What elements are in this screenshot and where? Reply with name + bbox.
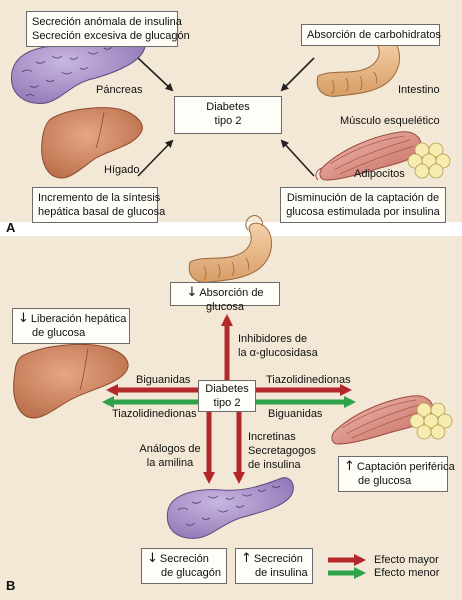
label-adipocytes-a: Adipocitos: [354, 168, 405, 180]
panel-letter-b: B: [6, 578, 16, 593]
diabetes-a-line-2: tipo 2: [214, 115, 242, 127]
label-biguanidas-right: Biguanidas: [268, 408, 323, 420]
carb-absorption-label: Absorción de carbohidratos: [307, 29, 441, 41]
up-arrow-icon: ↑: [344, 459, 355, 475]
muscle-icon: [315, 131, 422, 181]
liver-icon: [41, 107, 143, 179]
label-inhibitors: Inhibidores de la α-glucosidasa: [238, 332, 318, 360]
box-carbohydrate-absorption: Absorción de carbohidratos: [301, 24, 441, 46]
amylin-line-1: Análogos de: [139, 443, 201, 455]
pancreas-icon: [166, 477, 294, 539]
label-amylin-analogs: Análogos de la amilina: [138, 442, 202, 470]
down-arrow-icon: ↓: [147, 551, 158, 567]
legend-major-label: Efecto mayor: [374, 554, 439, 566]
hepatic-release-line-1: ↓Liberación hepática: [18, 311, 127, 327]
label-incretins: Incretinas Secretagogos de insulina: [248, 430, 316, 472]
label-tiazolidinedionas-right: Tiazolidinedionas: [266, 374, 351, 386]
amylin-line-2: la amilina: [146, 457, 194, 469]
arrow-muscle-to-diabetes: [280, 139, 315, 177]
secretion-line-2: Secreción excesiva de glucagón: [32, 30, 190, 42]
glucagon-text-1: Secreción: [159, 553, 209, 565]
label-biguanidas-left: Biguanidas: [136, 374, 191, 386]
incretins-line-2: Secretagogos: [248, 445, 316, 457]
down-arrow-icon: ↓: [18, 311, 29, 327]
insulin-line-2: de insulina: [241, 566, 308, 580]
arrow-intestine-to-diabetes: [280, 57, 315, 92]
label-pancreas-a: Páncreas: [96, 84, 143, 96]
panel-letter-a: A: [6, 220, 16, 235]
arrow-pancreas-to-diabetes: [137, 57, 174, 92]
inhibitors-line-2: la α-glucosidasa: [238, 347, 318, 359]
uptake-line-2: glucosa estimulada por insulina: [286, 206, 440, 218]
label-muscle-a: Músculo esquelético: [340, 115, 440, 127]
label-tiazolidinedionas-left: Tiazolidinedionas: [112, 408, 197, 420]
hepatic-release-text-1: Liberación hepática: [30, 313, 127, 325]
box-insulin-secretion: ↑Secreción de insulina: [235, 548, 313, 584]
uptake-line-1: Disminución de la captación de: [286, 192, 440, 204]
insulin-line-1: ↑Secreción: [241, 552, 307, 566]
diabetes-b-line-1: Diabetes: [205, 383, 249, 395]
arrow-liver-to-diabetes: [137, 139, 174, 177]
diabetes-a-line-1: Diabetes: [206, 101, 250, 113]
box-hepatic-synthesis: Incremento de la síntesis hepática basal…: [32, 187, 166, 223]
box-peripheral-uptake: ↑Captación periférica de glucosa: [338, 456, 455, 492]
insulin-text-2: de insulina: [255, 567, 308, 579]
liver-icon: [13, 343, 129, 419]
glucose-absorption-label: Absorción de glucosa: [199, 287, 264, 313]
box-glucagon-secretion: ↓Secreción de glucagón: [141, 548, 227, 584]
intestine-icon: [188, 215, 272, 283]
box-secretion-anomalies: Secreción anómala de insulina Secreción …: [26, 11, 190, 47]
down-arrow-icon: ↓: [186, 285, 198, 301]
box-uptake-decrease: Disminución de la captación de glucosa e…: [280, 187, 446, 223]
legend-minor-label: Efecto menor: [374, 567, 440, 579]
glucagon-line-2: de glucagón: [147, 566, 221, 580]
adipocytes-icon: [409, 402, 453, 440]
box-hepatic-release: ↓Liberación hepática de glucosa: [12, 308, 130, 344]
adipocytes-icon: [407, 142, 451, 179]
up-arrow-icon: ↑: [241, 551, 252, 567]
hepatic-release-text-2: de glucosa: [32, 327, 86, 339]
secretion-line-1: Secreción anómala de insulina: [32, 16, 182, 28]
glucagon-line-1: ↓Secreción: [147, 552, 221, 566]
peripheral-line-2: de glucosa: [344, 474, 442, 488]
incretins-line-1: Incretinas: [248, 431, 296, 443]
label-intestine-a: Intestino: [398, 84, 440, 96]
peripheral-text-1: Captación periférica: [356, 461, 455, 473]
hepatic-line-2: hepática basal de glucosa: [38, 206, 166, 218]
peripheral-line-1: ↑Captación periférica: [344, 459, 455, 475]
diabetes-b-line-2: tipo 2: [213, 397, 241, 409]
hepatic-line-1: Incremento de la síntesis: [38, 192, 161, 204]
label-liver-a: Hígado: [104, 164, 140, 176]
center-box-diabetes-b: Diabetes tipo 2: [198, 380, 256, 412]
hepatic-release-line-2: de glucosa: [18, 326, 124, 340]
peripheral-text-2: de glucosa: [358, 475, 412, 487]
insulin-text-1: Secreción: [253, 553, 303, 565]
center-box-diabetes-a: Diabetes tipo 2: [174, 96, 282, 134]
inhibitors-line-1: Inhibidores de: [238, 333, 308, 345]
box-glucose-absorption: ↓Absorción de glucosa: [170, 282, 280, 313]
incretins-line-3: de insulina: [248, 459, 301, 471]
glucagon-text-2: de glucagón: [161, 567, 221, 579]
